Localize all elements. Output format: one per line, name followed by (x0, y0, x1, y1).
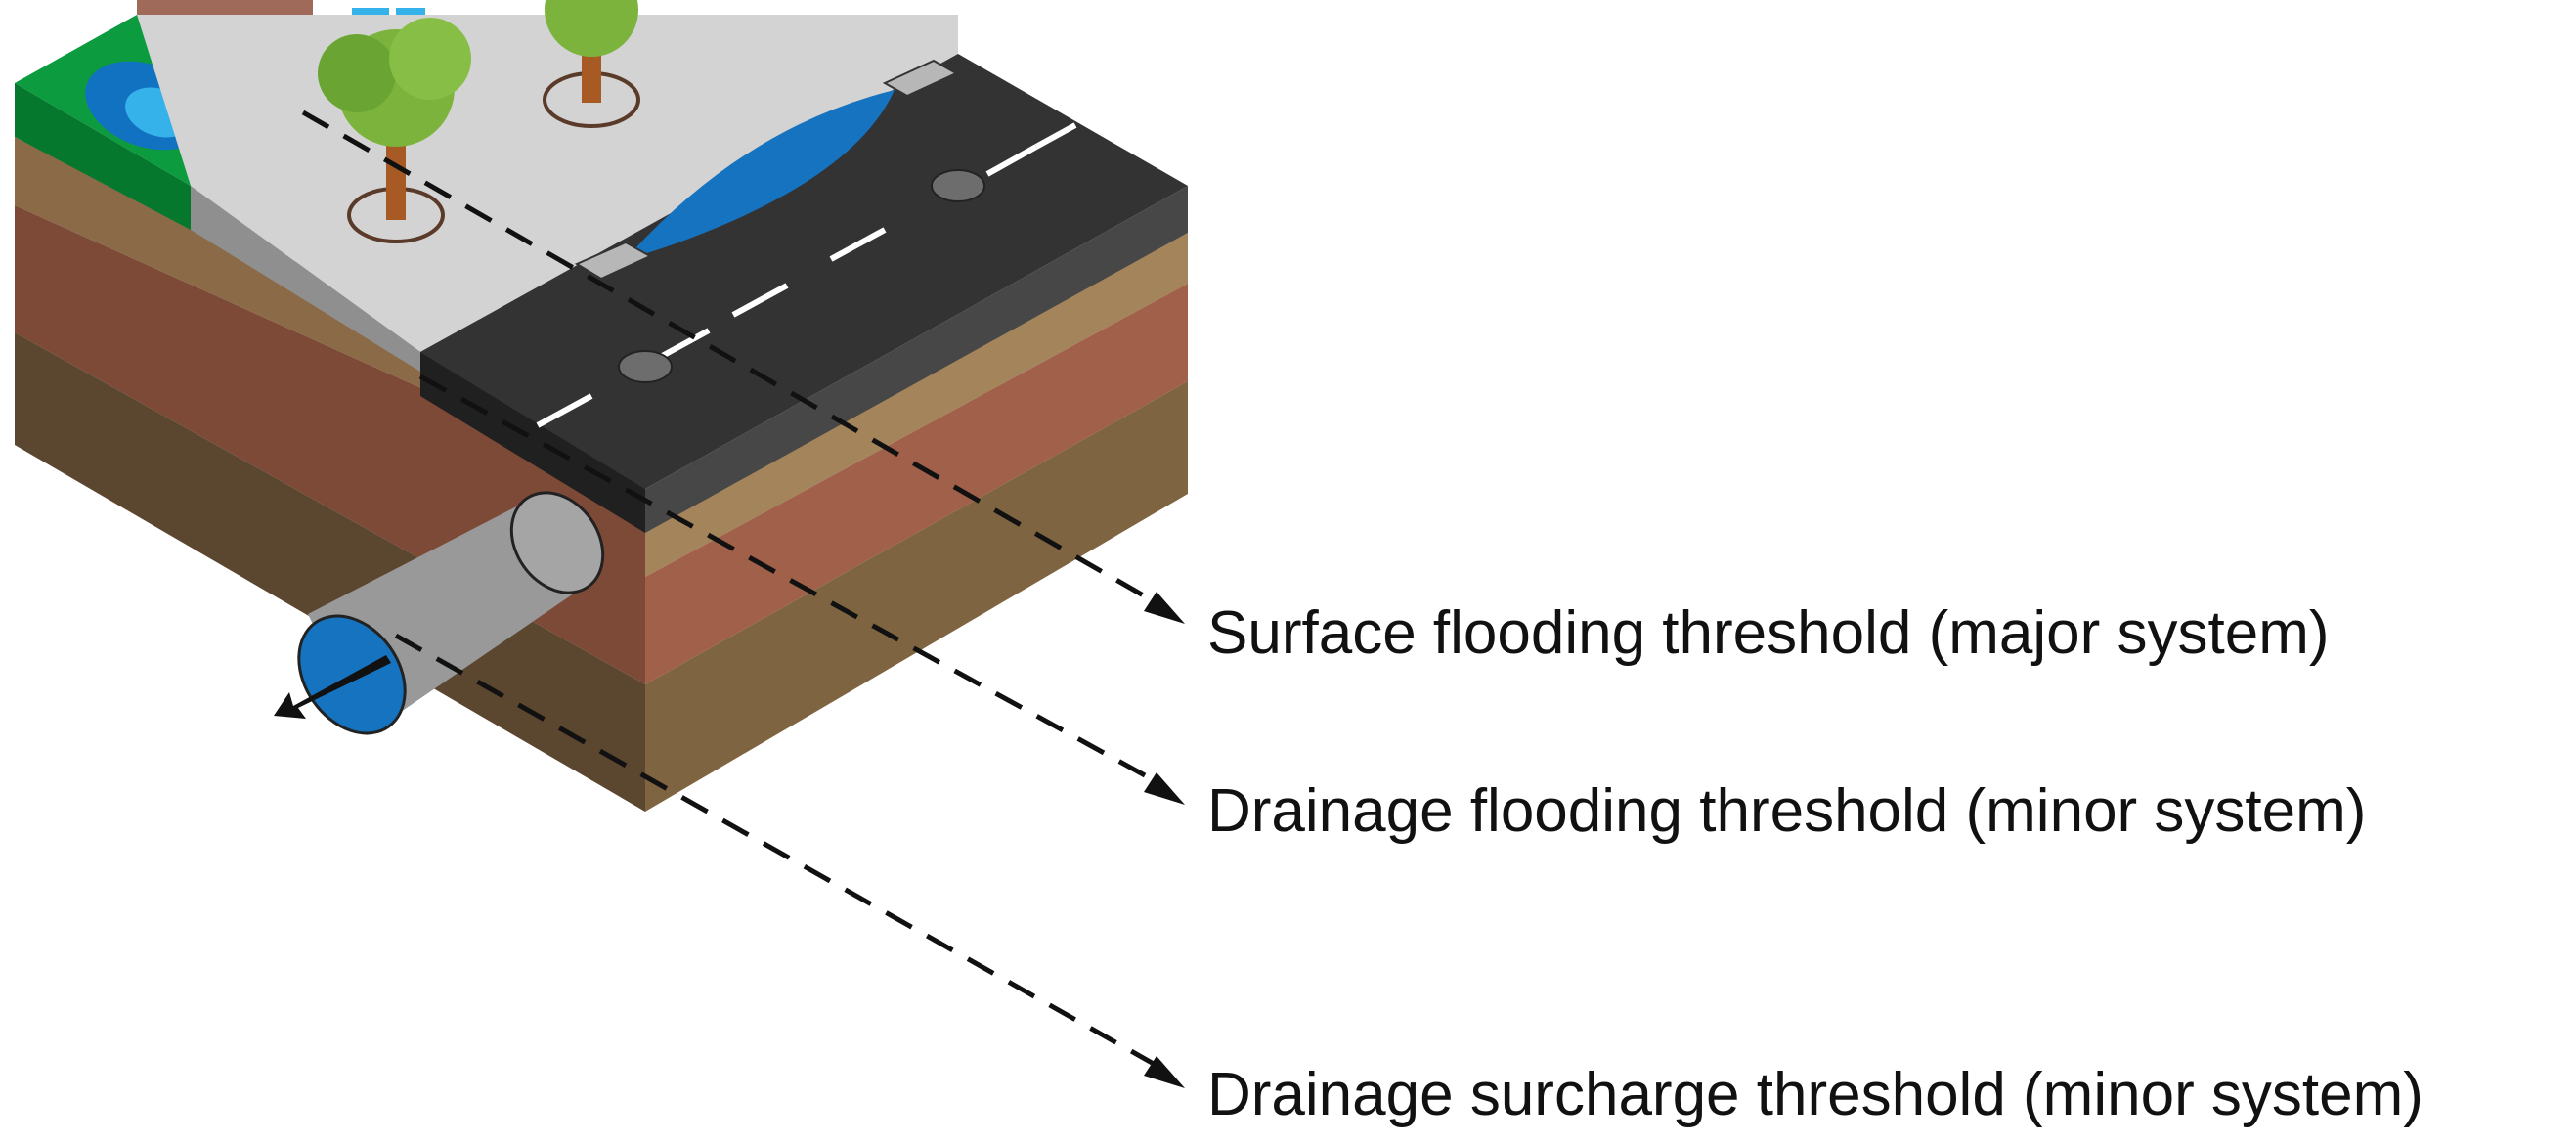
tree (543, 0, 640, 128)
manhole-cover (931, 169, 985, 202)
tree (318, 18, 471, 243)
soil-brown-left (15, 332, 645, 812)
road (420, 54, 1188, 533)
drain-pipe (274, 491, 605, 735)
pipe-flow-arrow-icon (274, 655, 391, 719)
arrowhead-icon (1144, 1056, 1185, 1088)
grass-side (15, 83, 191, 230)
sidewalk-front (191, 186, 420, 372)
lane-marking (536, 393, 593, 428)
soil-red-right (645, 284, 1188, 684)
leader-surface (301, 110, 1156, 604)
label-drainage-flooding-threshold: Drainage flooding threshold (minor syste… (1207, 777, 2366, 845)
pipe-far-end (509, 491, 605, 594)
puddle (626, 90, 895, 259)
leader-drainage-surcharge (394, 633, 1156, 1067)
manhole-cover (618, 350, 673, 383)
soil-brown-right (645, 381, 1188, 812)
lane-marking (829, 227, 887, 262)
lane-marking (731, 283, 789, 318)
arrowhead-icon (1144, 592, 1185, 624)
road-side-left (420, 352, 645, 533)
label-drainage-surcharge-threshold: Drainage surcharge threshold (minor syst… (1207, 1061, 2423, 1128)
label-surface-flooding-threshold: Surface flooding threshold (major system… (1207, 599, 2329, 667)
lane-marking (1034, 122, 1077, 150)
drain-grate (574, 241, 653, 281)
tree-canopy (389, 18, 471, 100)
tree-canopy (318, 34, 396, 112)
tree-canopy (545, 0, 638, 57)
lane-marking (985, 144, 1038, 177)
leader-lines (301, 110, 1185, 1088)
road-side-right (645, 186, 1188, 533)
tree-trunk (386, 127, 406, 220)
drain-grate (882, 59, 959, 98)
road-top (420, 54, 1188, 489)
arrowhead-icon (1144, 772, 1185, 805)
soil-topsoil-right (645, 233, 1188, 577)
